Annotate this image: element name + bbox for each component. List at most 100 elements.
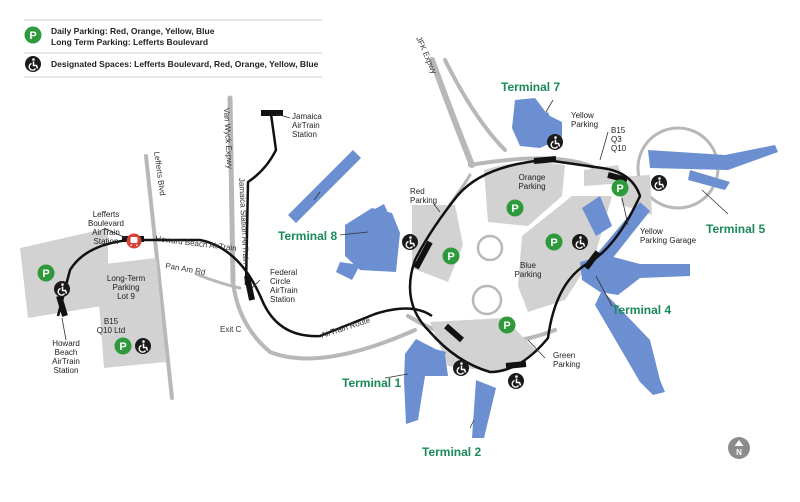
parking-icon: P	[506, 199, 524, 217]
terminal-7-leader	[545, 99, 554, 113]
van-wyck-expwy-road	[227, 95, 236, 285]
traffic-circle-1	[476, 234, 504, 262]
legend-daily-parking: Daily Parking: Red, Orange, Yellow, Blue	[51, 26, 215, 36]
parking-icon: P	[37, 264, 55, 282]
exit-c-label: Exit C	[220, 325, 242, 334]
terminal-2-label: Terminal 2	[422, 445, 481, 459]
svg-text:P: P	[447, 251, 454, 263]
red-parking-leader	[432, 202, 441, 213]
lefferts-blvd-road	[144, 154, 174, 400]
orange-parking-lot	[484, 162, 565, 226]
van-wyck-expwy-label: Van Wyck Expwy	[222, 108, 234, 170]
terminal-5-label: Terminal 5	[706, 222, 765, 236]
wheelchair-icon	[53, 280, 71, 298]
terminal-1-station-platform	[444, 323, 464, 343]
terminal-4-leader	[595, 275, 613, 307]
howard-beach-airtrain-label: Howard Beach AirTrain	[155, 234, 237, 253]
roads	[144, 57, 720, 400]
federal-circle-station-platform	[244, 275, 255, 301]
svg-text:P: P	[616, 183, 623, 195]
legend-parking-icon: P	[24, 26, 42, 44]
parking-icon: P	[442, 247, 460, 265]
exit-c-ramp	[231, 280, 417, 361]
train-icon	[126, 233, 142, 249]
wheelchair-icon	[650, 174, 668, 192]
terminal-4-station-platform	[583, 250, 601, 270]
pan-am-rd-road	[194, 272, 242, 290]
lefferts-leader	[103, 227, 127, 239]
airtrain-jamaica-line	[244, 113, 278, 286]
legend-long-term-parking: Long Term Parking: Lefferts Boulevard	[51, 37, 208, 47]
terminal-4-label: Terminal 4	[612, 303, 671, 317]
green-parking-leader	[527, 339, 546, 359]
terminal-1-leader	[384, 373, 409, 379]
legend-designated-spaces: Designated Spaces: Lefferts Boulevard, R…	[51, 59, 319, 69]
yellow-parking-leader	[599, 131, 609, 161]
terminal-8-label: Terminal 8	[278, 229, 337, 243]
terminal-7-label: Terminal 7	[501, 80, 560, 94]
terminal-8-building	[288, 150, 400, 280]
terminal-2-building	[472, 380, 496, 438]
terminal-2-station-platform	[505, 361, 527, 369]
pan-am-rd-label: Pan Am Rd	[165, 261, 206, 277]
wheelchair-icon	[134, 337, 152, 355]
parking-icon: P	[498, 316, 516, 334]
terminal-2-leader	[469, 419, 475, 429]
compass-label: N	[736, 448, 742, 457]
terminal-4-building	[580, 196, 690, 395]
wheelchair-icon	[571, 233, 589, 251]
parking-icon: P	[611, 179, 629, 197]
parking-lots	[20, 162, 652, 372]
blue-parking-lot	[518, 196, 612, 312]
parking-icons: P P P P P P P	[37, 179, 629, 355]
wheelchair-icon	[507, 372, 525, 390]
terminal-1-building	[404, 339, 448, 424]
north-arrow-icon: N	[728, 437, 750, 459]
terminal-5-building	[648, 145, 778, 190]
terminal-8-leader	[339, 231, 369, 236]
svg-text:P: P	[119, 341, 126, 353]
airtrain-howard-beach-line	[56, 238, 433, 338]
jamaica-leader	[275, 113, 291, 119]
howard-beach-lot	[20, 228, 108, 318]
wheelchair-icon	[546, 133, 564, 151]
howard-beach-leader	[61, 317, 67, 341]
jfk-expwy-label: JFK Expwy	[414, 35, 438, 75]
airtrain	[56, 110, 642, 374]
federal-circle-leader	[251, 279, 261, 289]
svg-text:P: P	[503, 320, 510, 332]
parking-icon: P	[114, 337, 132, 355]
jfk-expwy-road-2	[443, 58, 507, 152]
terminals	[288, 98, 778, 438]
svg-text:P: P	[42, 268, 49, 280]
legend: P Daily Parking: Red, Orange, Yellow, Bl…	[24, 19, 322, 78]
lefferts-blvd-label: Lefferts Blvd	[152, 151, 167, 196]
traffic-circle-2	[471, 284, 503, 316]
jfk-expwy-road	[429, 57, 475, 168]
terminal-8-pointer	[313, 191, 321, 201]
terminal-5-station-platform	[607, 172, 628, 183]
parking-icon: P	[545, 233, 563, 251]
wheelchair-icon	[24, 55, 42, 73]
leader-lines	[61, 99, 729, 429]
airtrain-stations	[56, 110, 628, 369]
parking-icon-letter: P	[29, 30, 36, 42]
terminal-7-building	[512, 98, 562, 148]
terminal-8-station-platform	[413, 240, 433, 270]
red-parking-lot	[412, 205, 463, 282]
wheelchair-icon	[401, 233, 419, 251]
svg-text:P: P	[511, 203, 518, 215]
